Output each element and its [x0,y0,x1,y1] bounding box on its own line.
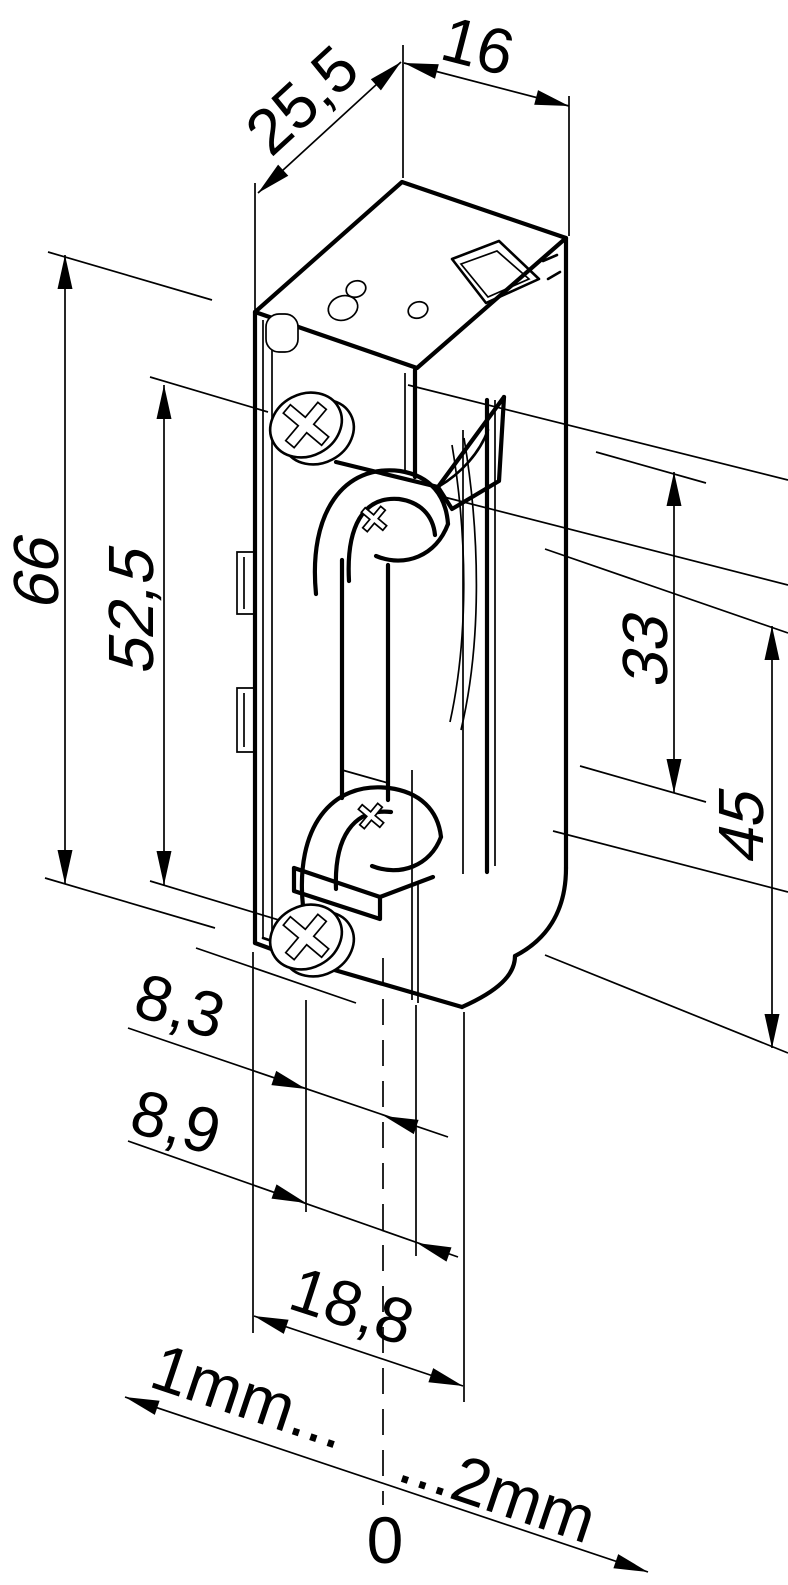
dim-label-plate-span: 52,5 [95,537,167,679]
label-datum-zero: 0 [367,1503,404,1577]
jamb-cut-lines [149,384,788,1004]
dim-label-total-depth: 18,8 [282,1253,423,1360]
latch-bottom [299,785,444,909]
label-adjust-max: ...2mm [391,1423,606,1557]
pin-hole [407,300,429,320]
dim-label-offset-small: 8,3 [127,959,232,1053]
dim-label-housing-span: 45 [705,779,777,868]
latch-top [312,468,451,597]
solenoid-housing [252,179,569,946]
label-adjust-min: 1mm... [143,1329,358,1463]
fixing-screw-bottom [268,903,356,978]
wire-hole-small [345,279,367,299]
arrowheads [57,62,780,1572]
phillips-cross-icon [282,913,330,961]
dim-label-offset-large: 8,9 [123,1075,228,1169]
phillips-cross-icon [282,401,330,449]
fixing-screw-top [268,391,356,466]
top-slot [450,239,541,305]
dim-label-overall-height: 66 [0,525,72,614]
latch-screw-top-icon [360,505,388,533]
dim-label-keeper-span: 33 [609,603,681,692]
latch-screw-bottom-icon [357,802,385,830]
body-bottom [304,770,569,1010]
keeper-assembly [291,394,507,922]
dim-line-total-depth [253,1315,464,1387]
dim-label-depth-top: 25,5 [232,31,372,168]
strike-body [149,179,788,1010]
dim-label-width-top: 16 [435,2,522,90]
adjustment-range-line [124,1396,649,1573]
extension-lines [44,45,788,1505]
wire-hole [327,294,359,322]
faceplate-top-slot [265,313,299,353]
